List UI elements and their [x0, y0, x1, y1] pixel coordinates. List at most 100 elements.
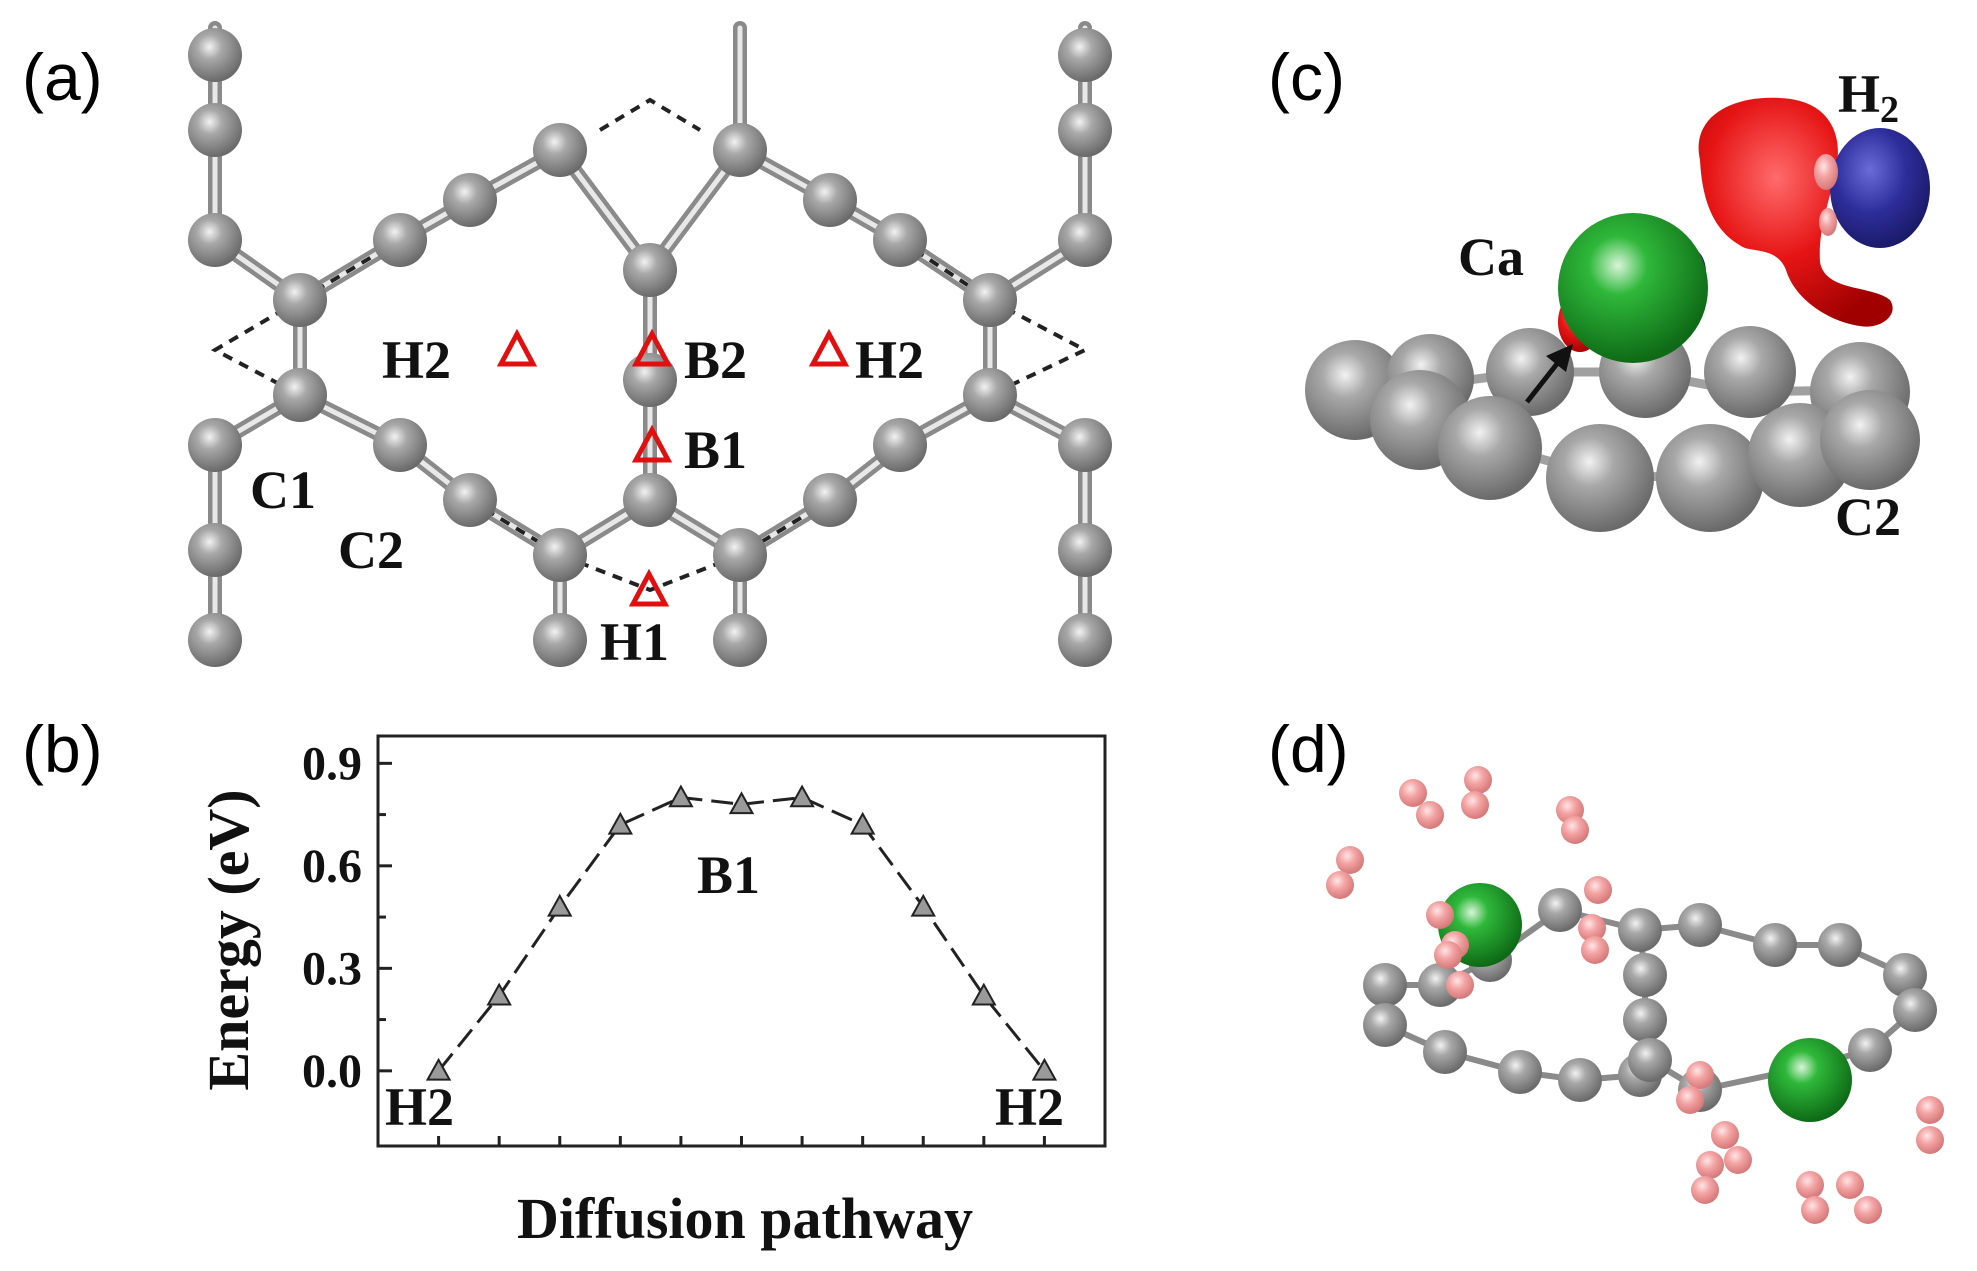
calcium-atom-d-2 [1768, 1038, 1852, 1122]
graphene-ring [1305, 326, 1920, 532]
panel-label-d: (d) [1268, 712, 1349, 786]
x-axis-title: Diffusion pathway [517, 1186, 973, 1251]
marker-h2-left [496, 328, 538, 367]
carbon-atom-a-19 [803, 173, 857, 227]
hydrogen-atom-d-12 [1434, 941, 1462, 969]
ring-atoms [1305, 326, 1920, 532]
carbon-atom-a-7 [373, 418, 427, 472]
data-point-5 [728, 791, 755, 815]
carbon-atom-a-8 [443, 473, 497, 527]
y-tick-label-1: 0.3 [302, 942, 362, 995]
ring-atom-11 [1820, 390, 1920, 490]
data-point-2 [547, 893, 573, 917]
y-tick-label-3: 0.9 [302, 737, 362, 790]
annotation-b1: B1 [697, 845, 760, 905]
carbon-atom-a-3 [373, 213, 427, 267]
chain-atom-8 [1618, 908, 1662, 952]
site-label-c1: C1 [250, 460, 316, 520]
ring-atom-8 [1546, 424, 1654, 532]
data-point-6 [789, 784, 815, 808]
arrow-shaft [1525, 358, 1562, 404]
carbon-atom-a-22 [1058, 28, 1112, 82]
chain-atom-0 [1363, 963, 1407, 1007]
hydrogen-atom-d-24 [1836, 1171, 1864, 1199]
hydrogen-atom-d-19 [1916, 1126, 1944, 1154]
chain-atom-7 [1623, 953, 1667, 997]
charge-depletion-lobe-h2 [1698, 97, 1893, 327]
site-label-h1: H1 [600, 612, 669, 672]
site-markers [496, 328, 850, 607]
carbon-atom-a-29 [873, 418, 927, 472]
carbon-atom-a-15 [623, 473, 677, 527]
site-label-b2: B2 [684, 330, 747, 390]
carbon-atom-a-2 [188, 213, 242, 267]
data-point-8 [910, 893, 936, 917]
data-point-0 [425, 1057, 452, 1081]
data-point-3 [607, 811, 634, 835]
y-tick-label-0: 0.0 [302, 1045, 362, 1098]
carbon-atom-a-4 [273, 273, 327, 327]
carbon-atom-a-32 [1058, 613, 1112, 667]
carbon-atom-a-24 [1058, 213, 1112, 267]
panel-c-charge-density: Ca H2 C2 [1305, 64, 1930, 547]
panel-b-chart: 0.00.30.60.9 H2 B1 H2 Diffusion pathway … [196, 734, 1107, 1251]
calcium-label: Ca [1458, 227, 1524, 287]
carbon-atom-a-16 [533, 528, 587, 582]
calcium-complex [1525, 213, 1708, 404]
panel-d-adsorption [1326, 766, 1944, 1224]
h2-label: H2 [1838, 64, 1899, 131]
lattice-atoms [188, 28, 1112, 667]
hydrogen-atom-d-18 [1916, 1096, 1944, 1124]
site-label-h2-right: H2 [855, 330, 924, 390]
chain-atom-15 [1883, 953, 1927, 997]
hydrogen-atom-d-2 [1464, 766, 1492, 794]
chain-atom-12 [1678, 903, 1722, 947]
carbon-atom-a-1 [188, 103, 242, 157]
carbon-atom-a-27 [963, 368, 1017, 422]
panel-label-b: (b) [22, 712, 103, 786]
data-point-10 [1031, 1057, 1058, 1081]
marker-b1 [631, 424, 673, 463]
data-point-9 [971, 982, 997, 1006]
data-point-1 [486, 982, 512, 1006]
site-label-c2: C2 [338, 520, 404, 580]
chain-atom-2 [1423, 1030, 1467, 1074]
ring-atom-2 [1486, 328, 1574, 416]
axis-ticks [376, 761, 1107, 1146]
carbon-atom-a-25 [873, 213, 927, 267]
chain-atom-9 [1538, 888, 1582, 932]
hydrogen-atom-d-0 [1399, 779, 1427, 807]
carbon-atom-a-23 [1058, 103, 1112, 157]
hydrogen-atom-d-9 [1578, 914, 1606, 942]
panel-label-a: (a) [22, 40, 103, 114]
hydrogen-atom-d-17 [1724, 1146, 1752, 1174]
hydrogen-atom-d-8 [1584, 876, 1612, 904]
hydrogen-atom-d-23 [1801, 1196, 1829, 1224]
chain-atom-17 [1848, 1028, 1892, 1072]
carbon-atom-a-0 [188, 28, 242, 82]
site-label-h2-left: H2 [382, 330, 451, 390]
charge-accumulation-lobe-h2 [1830, 128, 1930, 248]
hydrogen-atom-d-25 [1854, 1196, 1882, 1224]
carbon-atom-a-26 [963, 273, 1017, 327]
y-tick-labels: 0.00.30.60.9 [302, 737, 362, 1098]
h2-molecule [1698, 97, 1930, 327]
hydrogen-atom-d-13 [1446, 971, 1474, 999]
hydrogen-atom-d-14 [1686, 1061, 1714, 1089]
calcium-atom [1558, 213, 1708, 363]
carbon-atom-a-21 [713, 613, 767, 667]
chain-atom-20 [1628, 1038, 1672, 1082]
carbon-atom-a-6 [188, 418, 242, 472]
hydrogen-atom-c-1 [1814, 154, 1838, 190]
chain-atom-4 [1558, 1058, 1602, 1102]
ring-atom-4 [1704, 326, 1796, 418]
hydrogen-atom-d-1 [1416, 801, 1444, 829]
carbon-atom-a-30 [803, 473, 857, 527]
energy-series-line [437, 795, 1046, 1072]
carbon-atom-a-9 [188, 523, 242, 577]
hydrogen-atom-d-3 [1461, 791, 1489, 819]
carbon-atom-a-20 [713, 528, 767, 582]
hydrogen-atom-d-21 [1691, 1176, 1719, 1204]
carbon-atom-a-17 [533, 613, 587, 667]
panel-a-lattice: H2 B2 H2 B1 H1 C1 C2 [188, 21, 1112, 672]
